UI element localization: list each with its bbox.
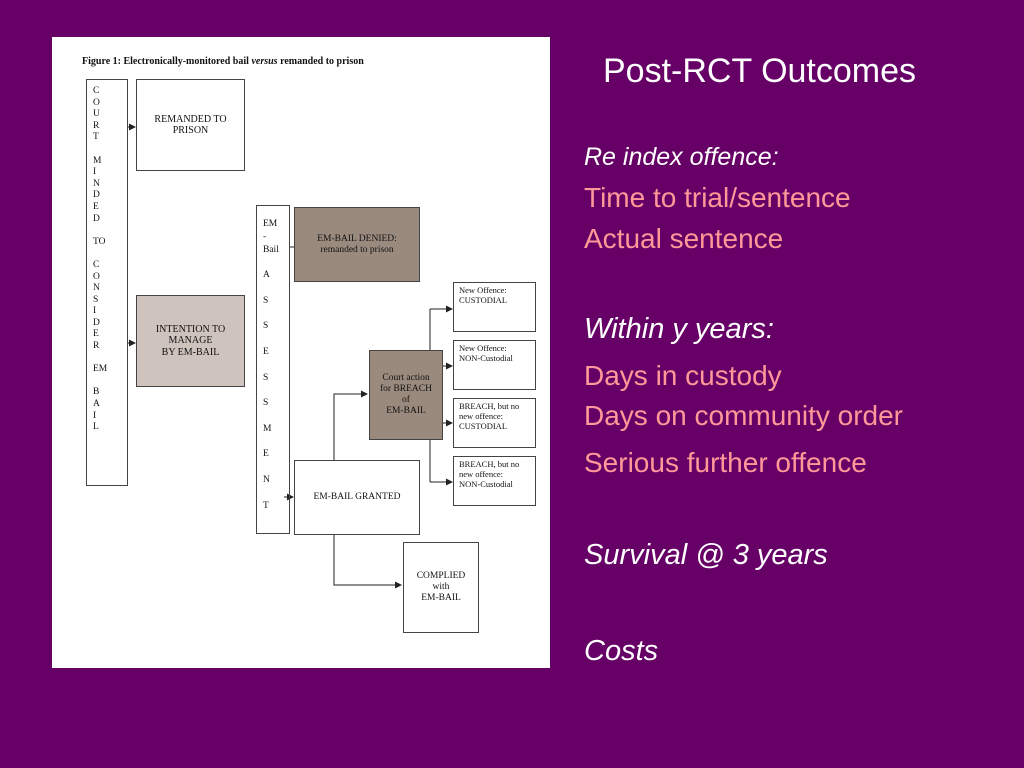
item-days-in-custody: Days in custody bbox=[584, 360, 782, 391]
arrow-to-court-action bbox=[333, 390, 368, 460]
complied-with-em-bail-box: COMPLIED with EM-BAIL bbox=[403, 542, 479, 633]
slide-title: Post-RCT Outcomes bbox=[603, 52, 917, 90]
outcome-breach-custodial-box: BREACH, but no new offence: CUSTODIAL bbox=[453, 398, 536, 448]
section-heading-within-years: Within y years: bbox=[584, 313, 774, 345]
em-bail-denied-box: EM-BAIL DENIED: remanded to prison bbox=[294, 207, 420, 282]
item-time-to-trial: Time to trial/sentence bbox=[584, 182, 851, 213]
arrow-to-complied bbox=[333, 534, 402, 589]
section-heading-costs: Costs bbox=[584, 635, 659, 667]
intention-to-manage-box: INTENTION TO MANAGE BY EM-BAIL bbox=[136, 295, 245, 387]
section-heading-index-offence: Re index offence: bbox=[584, 143, 779, 171]
court-minded-column: C O U R T M I N D E D TO C O N S I D E R… bbox=[86, 79, 128, 486]
court-action-breach-box: Court action for BREACH of EM-BAIL bbox=[369, 350, 443, 440]
em-bail-assessment-column: EM - Bail A S S E S S M E N T bbox=[256, 205, 290, 534]
em-bail-granted-box: EM-BAIL GRANTED bbox=[294, 460, 420, 535]
remanded-to-prison-box: REMANDED TO PRISON bbox=[136, 79, 245, 171]
outcome-new-offence-custodial-box: New Offence: CUSTODIAL bbox=[453, 282, 536, 332]
figure-title: Figure 1: Electronically-monitored bail … bbox=[82, 56, 364, 67]
item-actual-sentence: Actual sentence bbox=[584, 223, 784, 254]
item-days-on-community-order: Days on community order bbox=[584, 400, 904, 431]
section-heading-survival: Survival @ 3 years bbox=[584, 539, 828, 571]
flowchart-figure: Figure 1: Electronically-monitored bail … bbox=[52, 37, 550, 668]
outcome-breach-non-custodial-box: BREACH, but no new offence: NON-Custodia… bbox=[453, 456, 536, 506]
outcome-new-offence-non-custodial-box: New Offence: NON-Custodial bbox=[453, 340, 536, 390]
item-serious-further-offence: Serious further offence bbox=[584, 447, 867, 478]
